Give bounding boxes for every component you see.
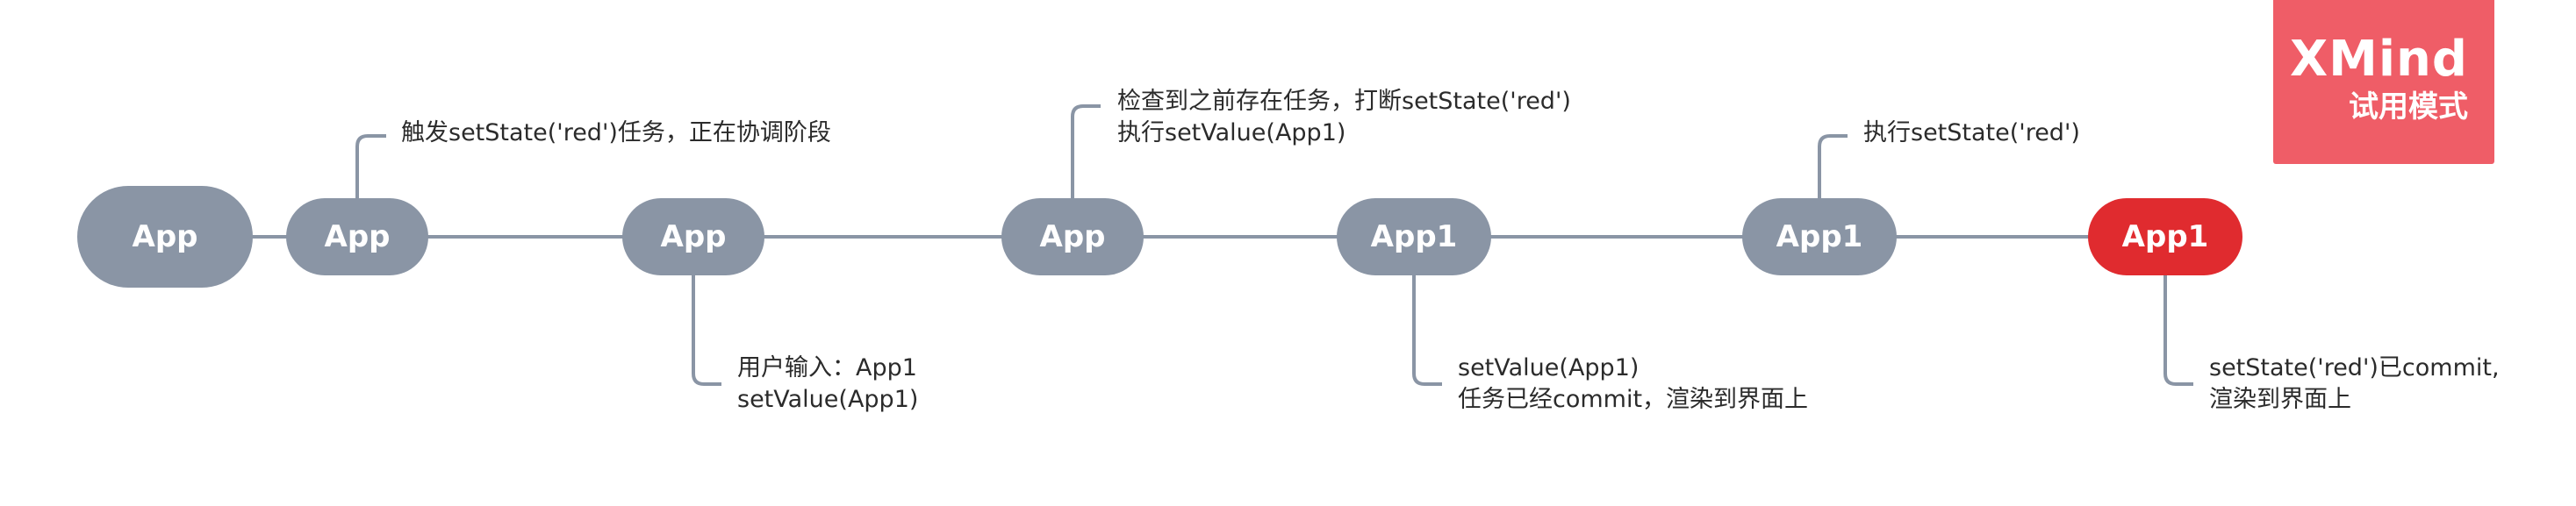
callout-2-line-1: 用户输入：App1 — [737, 354, 917, 381]
callout-1-line-1: 触发setState('red')任务，正在协调阶段 — [401, 119, 831, 146]
badge-subtitle: 试用模式 — [2349, 89, 2468, 125]
node-label-6: App1 — [1776, 219, 1863, 254]
callout-connector-1 — [355, 134, 386, 198]
callout-3-line-2: 执行setValue(App1) — [1117, 119, 1346, 146]
callout-6[interactable]: setState('red')已commit, 渲染到界面上 — [2209, 353, 2500, 416]
callout-connector-3 — [1071, 104, 1101, 198]
timeline-node-3[interactable] — [622, 198, 764, 275]
timeline-node-5[interactable] — [1337, 198, 1491, 275]
callout-6-line-1: setState('red')已commit, — [2209, 354, 2500, 381]
timeline-node-2[interactable] — [286, 198, 428, 275]
callout-4[interactable]: setValue(App1) 任务已经commit，渲染到界面上 — [1458, 353, 1808, 416]
callout-5-line-1: 执行setState('red') — [1863, 119, 2080, 146]
node-label-7: App1 — [2122, 219, 2209, 254]
node-label-2: App — [325, 219, 391, 254]
callout-connector-6 — [2163, 275, 2193, 386]
node-label-1: App — [133, 219, 198, 254]
callout-connector-2 — [692, 275, 721, 386]
callout-6-line-2: 渲染到界面上 — [2209, 386, 2351, 413]
callout-2[interactable]: 用户输入：App1 setValue(App1) — [737, 353, 918, 416]
callout-connector-4 — [1412, 275, 1442, 386]
node-label-3: App — [661, 219, 727, 254]
timeline-node-4[interactable] — [1001, 198, 1144, 275]
node-label-4: App — [1040, 219, 1106, 254]
callout-1[interactable]: 触发setState('red')任务，正在协调阶段 — [401, 118, 831, 149]
timeline-node-root[interactable] — [77, 186, 253, 288]
badge-title: XMind — [2289, 31, 2468, 88]
callout-3-line-1: 检查到之前存在任务，打断setState('red') — [1117, 88, 1571, 115]
callout-5[interactable]: 执行setState('red') — [1863, 118, 2080, 149]
callout-4-line-1: setValue(App1) — [1458, 354, 1640, 381]
callout-2-line-2: setValue(App1) — [737, 386, 919, 413]
timeline-node-6[interactable] — [1742, 198, 1897, 275]
callout-4-line-2: 任务已经commit，渲染到界面上 — [1458, 386, 1809, 413]
xmind-trial-badge: XMind 试用模式 — [2273, 0, 2494, 164]
node-label-5: App1 — [1371, 219, 1458, 254]
timeline-node-7-highlight[interactable] — [2088, 198, 2242, 275]
callout-3[interactable]: 检查到之前存在任务，打断setState('red') 执行setValue(A… — [1117, 86, 1571, 149]
callout-connector-5 — [1818, 134, 1848, 198]
